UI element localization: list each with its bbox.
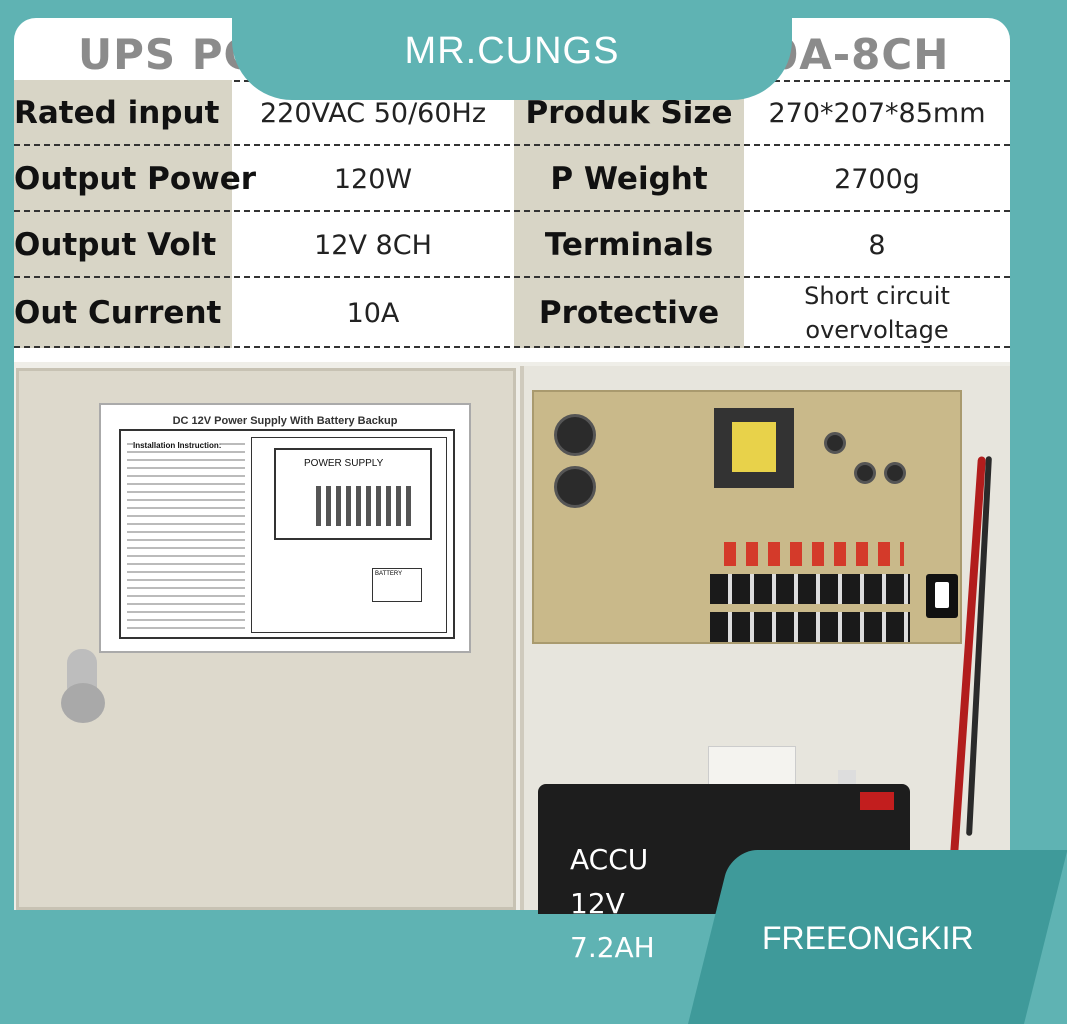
spec-value: 120W (333, 163, 413, 195)
capacitor-icon (884, 462, 906, 484)
product-title-left: UPS PC (78, 30, 256, 79)
spec-label: Out Current (14, 278, 232, 348)
latch-base (61, 683, 105, 723)
product-card: UPS PC 0A-8CH Rated input 220VAC 50/60Hz… (14, 18, 1010, 914)
spec-label: Rated input (14, 80, 232, 146)
spec-value: 2700g (834, 163, 920, 195)
spec-label: Terminals (514, 212, 744, 278)
spec-value-line: Short circuit (804, 282, 950, 310)
spec-value: 12V 8CH (314, 229, 432, 261)
power-switch-icon (926, 574, 958, 618)
enclosure-door: DC 12V Power Supply With Battery Backup … (16, 368, 516, 910)
terminal-block (710, 574, 910, 604)
spec-label: Protective (514, 278, 744, 348)
instruction-sticker: DC 12V Power Supply With Battery Backup … (99, 403, 471, 653)
spec-label: Output Volt (14, 212, 232, 278)
brand-name: MR.CUNGS (404, 30, 620, 72)
spec-row: Output Volt 12V 8CH Terminals 8 (14, 212, 1010, 278)
spec-label: Output Power (14, 146, 256, 212)
capacitor-icon (554, 466, 596, 508)
sticker-title: DC 12V Power Supply With Battery Backup (172, 415, 398, 427)
spec-label: P Weight (514, 146, 744, 212)
brand-banner (232, 0, 792, 100)
free-shipping-label: FREEONGKIR (762, 920, 974, 956)
spec-value: 8 (868, 229, 886, 261)
sticker-frame: Installation Instruction: POWER SUPPLY B… (119, 429, 455, 639)
diagram-battery: BATTERY (372, 568, 422, 602)
fuse-led-row (724, 542, 904, 566)
product-title: UPS PC 0A-8CH (14, 30, 1010, 90)
battery-label: ACCU 12V 7.2AH (570, 838, 710, 970)
transformer-coil (732, 422, 776, 472)
sticker-text-block: Installation Instruction: (127, 437, 245, 633)
spec-value: Short circuit overvoltage (744, 278, 1010, 348)
enclosure-interior (520, 366, 1010, 914)
spec-value: 10A (346, 297, 400, 329)
product-title-right: 0A-8CH (769, 30, 950, 79)
spec-value: 220VAC 50/60Hz (260, 97, 486, 129)
wiring-diagram: POWER SUPPLY BATTERY (251, 437, 447, 633)
spec-row: Rated input 220VAC 50/60Hz Produk Size 2… (14, 80, 1010, 146)
spec-table: Rated input 220VAC 50/60Hz Produk Size 2… (14, 80, 1010, 362)
door-latch (59, 649, 107, 729)
diagram-terminals (316, 486, 416, 526)
battery-terminal (838, 770, 856, 784)
mounting-plate (708, 746, 796, 786)
sticker-heading: Installation Instruction: (133, 441, 222, 450)
terminal-block (710, 612, 910, 642)
product-photo: DC 12V Power Supply With Battery Backup … (14, 362, 1010, 914)
spec-row: Out Current 10A Protective Short circuit… (14, 278, 1010, 348)
spec-value-line: overvoltage (805, 316, 949, 344)
transformer-icon (714, 408, 794, 488)
spec-label: Produk Size (514, 80, 744, 146)
battery-label-line: ACCU (570, 843, 649, 876)
capacitor-icon (824, 432, 846, 454)
capacitor-icon (854, 462, 876, 484)
diagram-psu: POWER SUPPLY (274, 448, 432, 540)
capacitor-icon (554, 414, 596, 456)
spec-row: Output Power 120W P Weight 2700g (14, 146, 1010, 212)
diagram-label: POWER SUPPLY (304, 458, 384, 469)
circuit-board (532, 390, 962, 644)
battery-label-line: 12V 7.2AH (570, 887, 655, 964)
battery-terminal (860, 792, 894, 810)
spec-value: 270*207*85mm (768, 97, 986, 129)
